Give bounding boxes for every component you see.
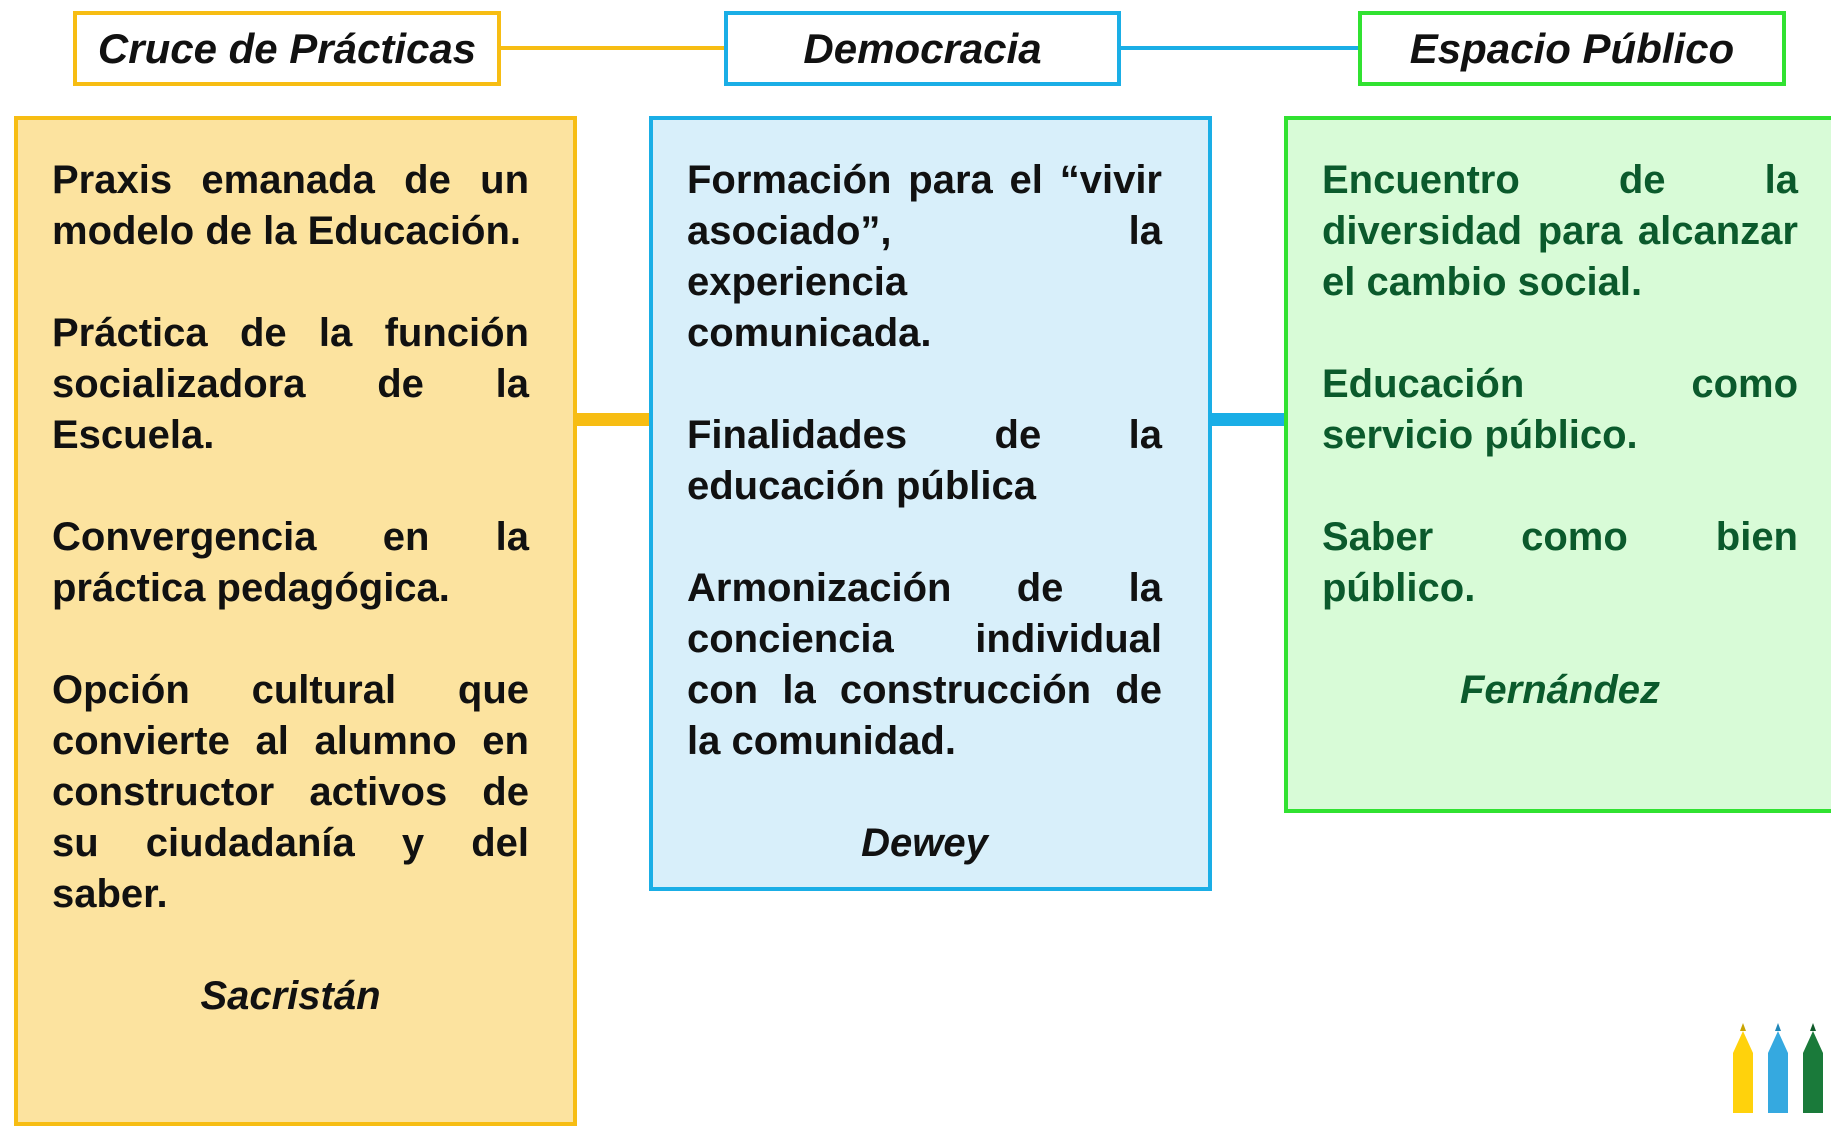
header-cruce-de-practicas: Cruce de Prácticas xyxy=(73,11,501,86)
connector-line xyxy=(1211,413,1285,426)
box-paragraph: Praxis emanada de un modelo de la Educac… xyxy=(52,158,529,253)
box-paragraph: Saber como bien público. xyxy=(1322,515,1798,610)
header-espacio-publico: Espacio Público xyxy=(1358,11,1786,86)
connector-line xyxy=(1121,46,1358,50)
box-espacio-publico: Encuentro de la diversidad para alcanzar… xyxy=(1284,116,1831,813)
header-label: Cruce de Prácticas xyxy=(97,24,477,72)
box-paragraph: Opción cultural que convierte al alumno … xyxy=(52,668,529,916)
box-paragraph: Finalidades de la educación pública xyxy=(687,413,1162,508)
box-paragraph: Práctica de la función socializadora de … xyxy=(52,311,529,457)
box-paragraph: Convergencia en la práctica pedagógica. xyxy=(52,515,529,610)
box-cruce-de-practicas: Praxis emanada de un modelo de la Educac… xyxy=(14,116,577,1126)
box-democracia: Formación para el “vivir asociado”, la e… xyxy=(649,116,1212,891)
header-democracia: Democracia xyxy=(724,11,1121,86)
box-paragraph: Armonización de la conciencia individual… xyxy=(687,566,1162,763)
header-label: Democracia xyxy=(803,24,1042,72)
box-paragraph: Formación para el “vivir asociado”, la e… xyxy=(687,158,1162,355)
connector-line xyxy=(576,413,650,426)
crayons-logo-icon xyxy=(1733,1023,1823,1113)
box-paragraph: Encuentro de la diversidad para alcanzar… xyxy=(1322,158,1798,304)
author-label: Sacristán xyxy=(200,974,381,1018)
header-label: Espacio Público xyxy=(1409,24,1735,72)
author-label: Dewey xyxy=(861,821,988,865)
author-label: Fernández xyxy=(1459,668,1661,712)
connector-line xyxy=(501,46,724,50)
box-paragraph: Educación como servicio público. xyxy=(1322,362,1798,457)
